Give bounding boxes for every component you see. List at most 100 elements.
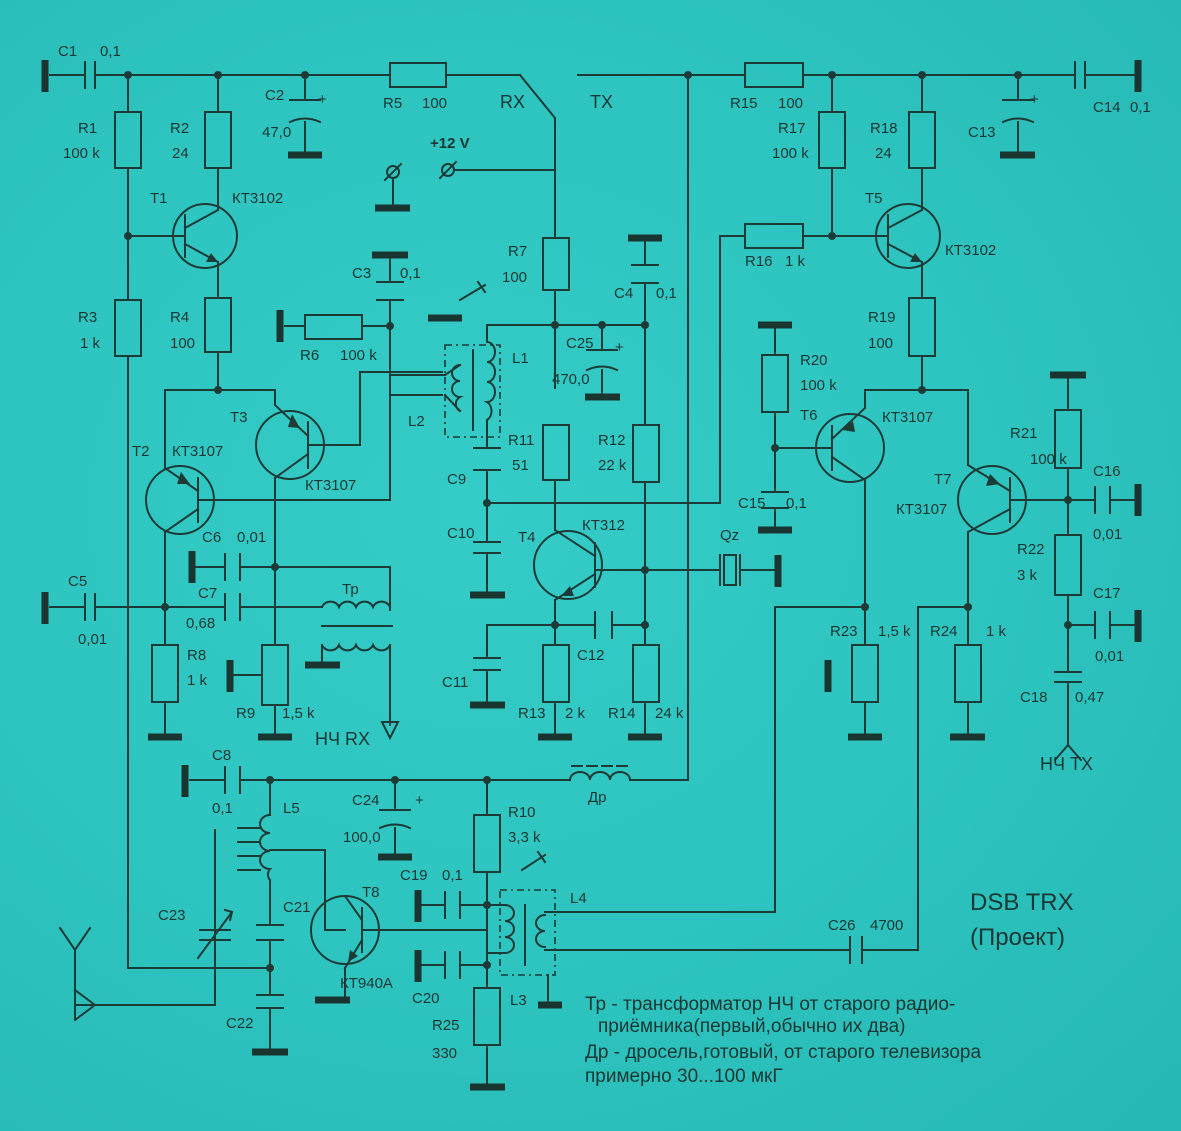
label-ref-r8: R8 [187,647,206,664]
label-ref-r16: R16 [745,253,773,270]
label-ref-t1: T1 [150,190,168,207]
label-value-r19: 100 [868,335,893,352]
label-value-r21: 100 k [1030,451,1067,468]
label-value-r13: 2 k [565,705,586,722]
label-value-r16: 1 k [785,253,806,270]
label-value-r22: 3 k [1017,567,1038,584]
label-ref-l2: L2 [408,413,425,430]
label-ref-c23: C23 [158,907,186,924]
af-rx-label: НЧ RX [315,729,370,749]
label-ref-тр: Тр [342,581,359,598]
label-ref-r4: R4 [170,309,189,326]
label-ref-t6: T6 [800,407,818,424]
vcc-label: +12 V [430,135,470,152]
label-ref-r17: R17 [778,120,806,137]
label-value-c8: 0,1 [212,800,233,817]
inductors [237,280,632,1004]
label-ref-qz: Qz [720,527,739,544]
label-value-r7: 100 [502,269,527,286]
label-ref-c26: C26 [828,917,856,934]
label-ref-r9: R9 [236,705,255,722]
label-value-c5: 0,01 [78,631,107,648]
label-value-r17: 100 k [772,145,809,162]
label-value-c18: 0,47 [1075,689,1104,706]
label-ref-r10: R10 [508,804,536,821]
label-ref-r12: R12 [598,432,626,449]
label-ref-c9: C9 [447,471,466,488]
label-value-c2: 47,0 [262,124,291,141]
label-value-c4: 0,1 [656,285,677,302]
label-ref-t5: T5 [865,190,883,207]
label-ref-c12: C12 [577,647,605,664]
label-ref-c7: C7 [198,585,217,602]
rx-label: RX [500,92,525,112]
label-value-t4: КТ312 [582,517,625,534]
label-value-r15: 100 [778,95,803,112]
label-ref-t8: T8 [362,884,380,901]
vcc-terminal [383,160,458,209]
label-value-c3: 0,1 [400,265,421,282]
svg-text:+: + [615,339,624,356]
label-value-t8: КТ940А [340,975,393,992]
label-ref-c2: C2 [265,87,284,104]
label-ref-r19: R19 [868,309,896,326]
label-value-t7: КТ3107 [896,501,947,518]
note-line-3: Др - дросель,готовый, от старого телевиз… [585,1042,981,1063]
transistors [145,203,1027,970]
label-ref-c4: C4 [614,285,633,302]
label-value-r3: 1 k [80,335,101,352]
label-value-r5: 100 [422,95,447,112]
label-value-t2: КТ3107 [172,443,223,460]
label-value-t5: КТ3102 [945,242,996,259]
label-value-t1: КТ3102 [232,190,283,207]
label-value-c1: 0,1 [100,43,121,60]
label-ref-c21: C21 [283,899,311,916]
label-ref-c10: C10 [447,525,475,542]
label-ref-c5: C5 [68,573,87,590]
label-ref-r2: R2 [170,120,189,137]
label-ref-c16: C16 [1093,463,1121,480]
label-ref-r13: R13 [518,705,546,722]
label-ref-c15: C15 [738,495,766,512]
label-ref-r14: R14 [608,705,636,722]
svg-text:+: + [415,792,424,809]
label-value-r25: 330 [432,1045,457,1062]
af-tx-label: НЧ ТХ [1040,754,1093,774]
label-value-r24: 1 k [986,623,1007,640]
label-ref-r1: R1 [78,120,97,137]
label-value-c15: 0,1 [786,495,807,512]
label-value-c16: 0,01 [1093,526,1122,543]
resistors [114,62,1082,1046]
label-ref-r21: R21 [1010,425,1038,442]
junctions [124,71,1072,972]
label-value-r14: 24 k [655,705,684,722]
label-ref-l4: L4 [570,890,587,907]
label-ref-r11: R11 [508,432,534,449]
crystal-qz [719,554,741,586]
svg-text:+: + [1030,91,1039,108]
note-line-4: примерно 30...100 мкГ [585,1066,783,1087]
label-ref-r6: R6 [300,347,319,364]
label-ref-l1: L1 [512,350,529,367]
label-ref-t4: T4 [518,529,536,546]
label-value-r18: 24 [875,145,892,162]
note-line-1: Тр - трансформатор НЧ от старого радио- [585,994,955,1015]
label-ref-c11: C11 [442,674,468,691]
c23-variable-capacitor [196,908,234,960]
af-rx-output [380,721,400,741]
label-ref-c8: C8 [212,747,231,764]
diagram-title: DSB TRX [970,889,1074,916]
label-value-r10: 3,3 k [508,829,541,846]
label-value-r2: 24 [172,145,189,162]
wires [49,73,1136,1086]
label-ref-c22: C22 [226,1015,254,1032]
label-value-r23: 1,5 k [878,623,911,640]
label-value-c6: 0,01 [237,529,266,546]
label-ref-c17: C17 [1093,585,1121,602]
label-value-r9: 1,5 k [282,705,315,722]
label-ref-r20: R20 [800,352,828,369]
label-ref-c25: C25 [566,335,594,352]
label-ref-c13: C13 [968,124,996,141]
